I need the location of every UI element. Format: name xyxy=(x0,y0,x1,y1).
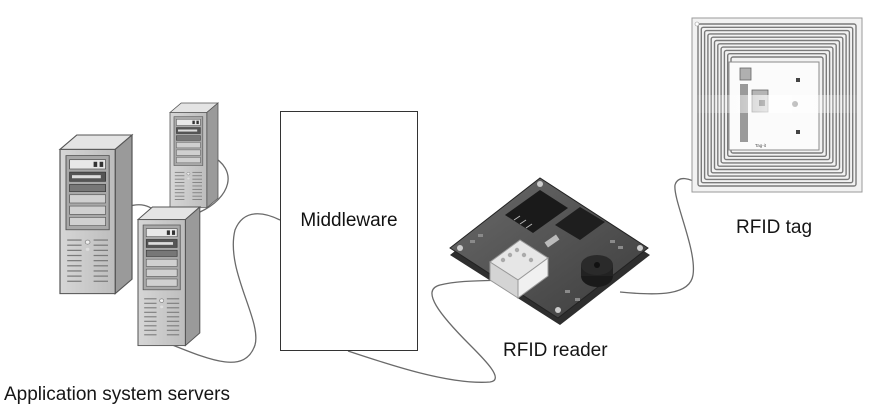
servers-label: Application system servers xyxy=(4,384,230,405)
rfid-reader-board-icon xyxy=(449,177,650,325)
reader-label: RFID reader xyxy=(503,340,608,361)
middleware-label: Middleware xyxy=(300,210,398,231)
rfid-tag-antenna-icon: Tag-it xyxy=(691,17,863,193)
server-large-icon xyxy=(59,134,133,295)
tag-label: RFID tag xyxy=(736,217,813,238)
tag-chip-text: Tag-it xyxy=(755,143,767,148)
cable-reader-to-tag xyxy=(619,177,701,295)
cable-middleware-to-reader xyxy=(347,279,506,383)
middleware-box xyxy=(280,111,418,351)
server-front-icon xyxy=(137,206,201,347)
server-small-icon xyxy=(169,102,219,209)
cable-server-front-to-middleware xyxy=(169,213,281,363)
